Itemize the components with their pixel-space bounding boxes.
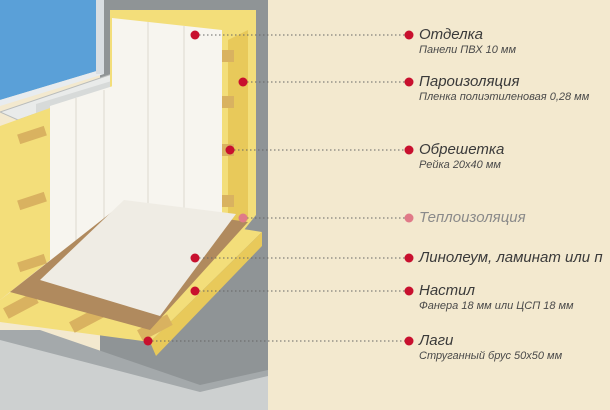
callout-subtitle: Пленка полиэтиленовая 0,28 мм (419, 91, 590, 103)
slab-front (0, 340, 268, 410)
window-frame (0, 70, 104, 106)
label-markers (404, 30, 414, 346)
diagram-markers (143, 30, 248, 346)
right-wall-panels (112, 18, 222, 214)
label-dot (404, 30, 414, 40)
callout-title: Линолеум, ламинат или п (419, 249, 603, 266)
marker-floor-covering (190, 253, 200, 263)
callout-vapor-barrier: Пароизоляция Пленка полиэтиленовая 0,28 … (419, 73, 589, 104)
right-lath-2 (222, 96, 234, 108)
floor-finish (40, 200, 236, 316)
callout-subtitle: Панели ПВХ 10 мм (419, 44, 516, 56)
joist-3 (137, 314, 173, 341)
window-glass (0, 0, 100, 100)
callout-insulation: Теплоизоляция (419, 209, 526, 226)
marker-lathing (225, 145, 235, 155)
right-lath-4 (222, 195, 234, 207)
left-lath-2 (17, 191, 47, 211)
callout-title: Пароизоляция (419, 73, 520, 90)
joist-1 (3, 292, 39, 319)
callout-title: Настил (419, 282, 475, 299)
window-post (96, 0, 104, 74)
callout-decking: Настил Фанера 18 мм или ЦСП 18 мм (419, 282, 574, 313)
callout-title: Лаги (419, 332, 454, 349)
callout-floor-covering: Линолеум, ламинат или п (419, 249, 603, 266)
label-dot (404, 213, 414, 223)
callout-finishing: Отделка Панели ПВХ 10 мм (419, 26, 516, 57)
callout-subtitle: Струганный брус 50х50 мм (419, 350, 563, 362)
label-dot (404, 253, 414, 263)
callout-title: Отделка (419, 26, 484, 43)
marker-finishing (190, 30, 200, 40)
right-lath-1 (222, 50, 234, 62)
marker-insulation (238, 213, 248, 223)
label-dot (404, 145, 414, 155)
callout-subtitle: Рейка 20х40 мм (419, 159, 501, 171)
callout-title: Теплоизоляция (419, 209, 526, 226)
callout-joists: Лаги Струганный брус 50х50 мм (419, 332, 562, 363)
marker-decking (190, 286, 200, 296)
left-wall-panels (50, 80, 132, 262)
callout-subtitle: Фанера 18 мм или ЦСП 18 мм (419, 300, 574, 312)
label-dot (404, 286, 414, 296)
floor-insulation-edge (150, 232, 262, 356)
callout-lathing: Обрешетка Рейка 20х40 мм (419, 141, 504, 172)
label-dot (404, 77, 414, 87)
label-dot (404, 336, 414, 346)
marker-vapor-barrier (238, 77, 248, 87)
marker-joists (143, 336, 153, 346)
left-lath-1 (17, 125, 47, 145)
left-lath-3 (17, 253, 47, 273)
leader-lines (148, 34, 405, 342)
callout-title: Обрешетка (419, 141, 505, 158)
